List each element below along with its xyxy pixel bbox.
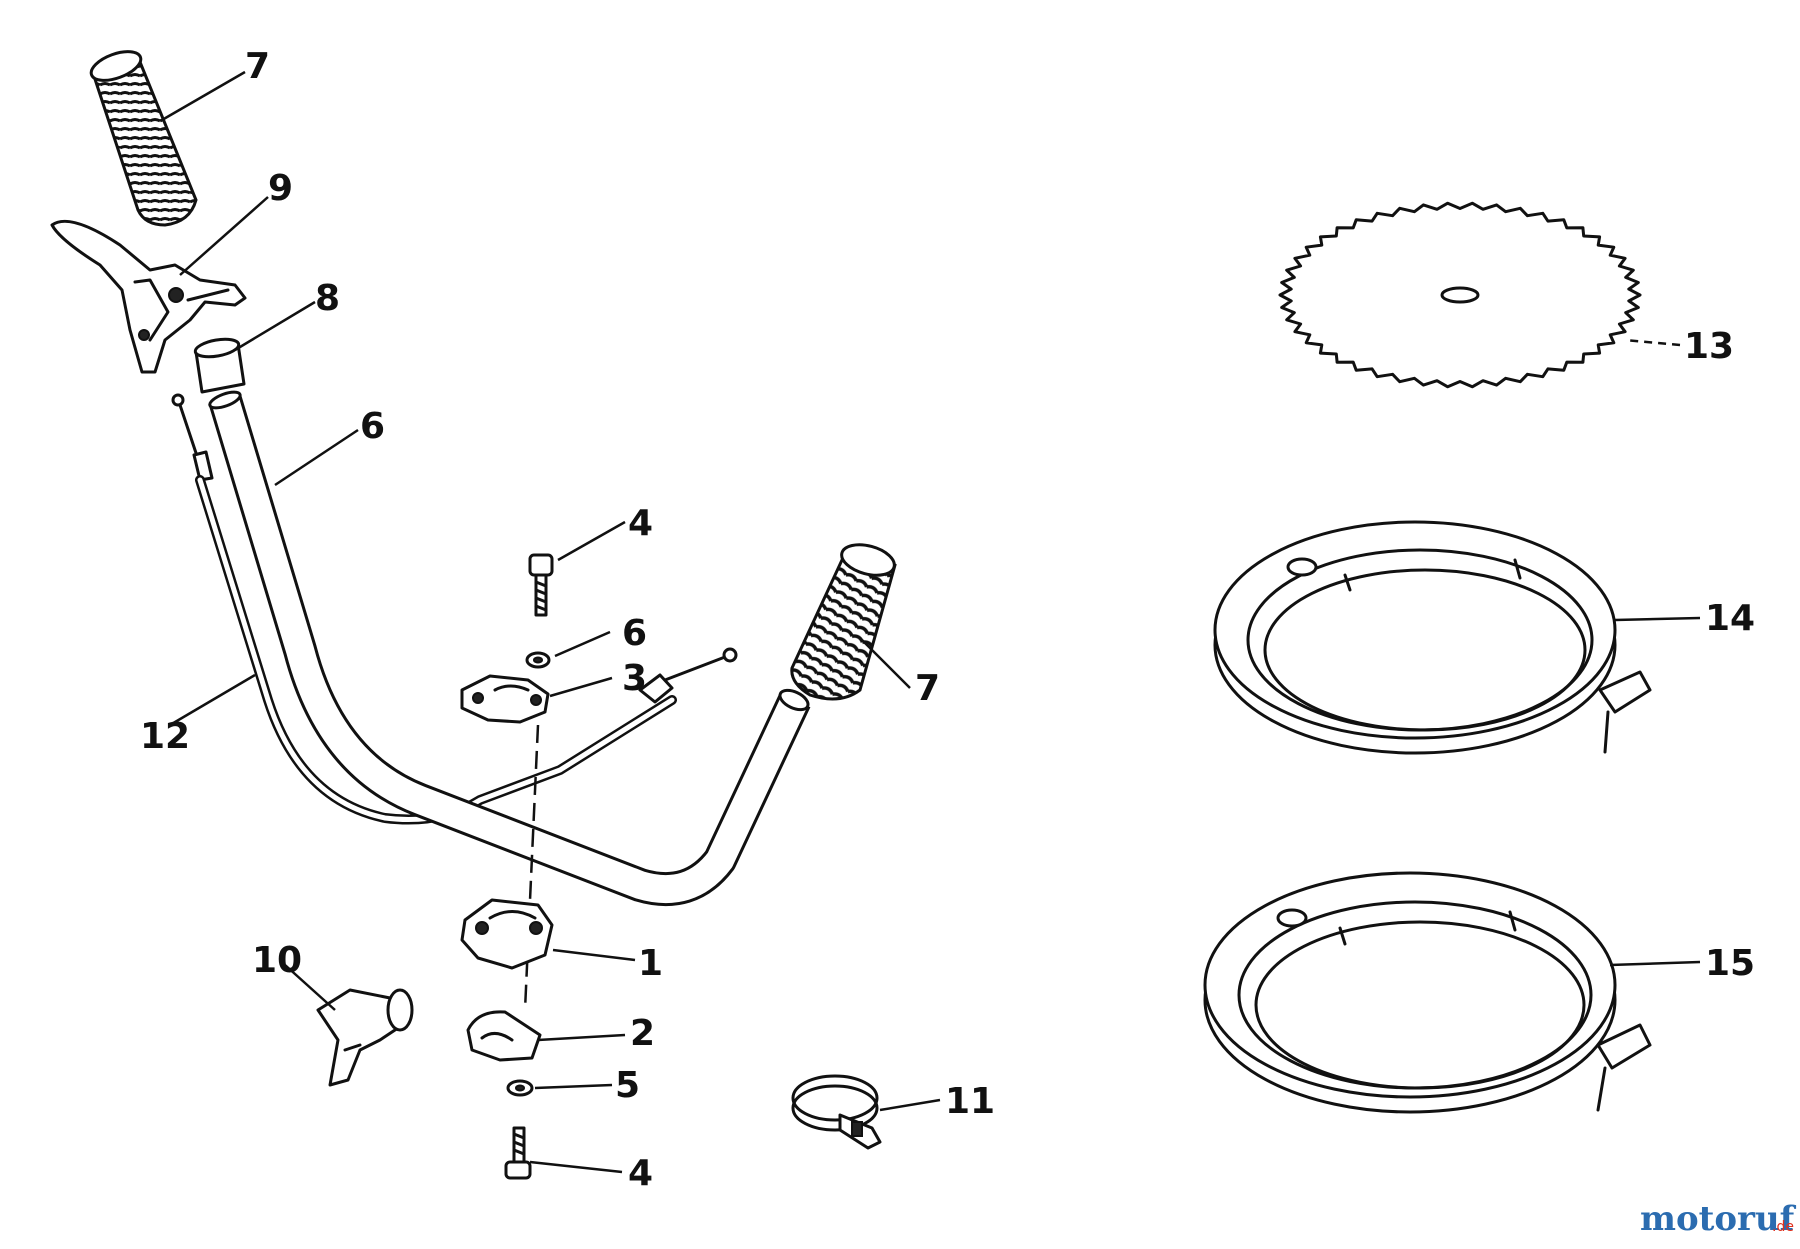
- callout-guard-ring-lower: 15: [1705, 943, 1755, 984]
- callout-clamp-lower: 1: [638, 943, 663, 984]
- handle-bar-tube: [208, 390, 811, 907]
- bolt-bottom: [504, 1126, 532, 1180]
- cable-holder: [316, 988, 414, 1087]
- callout-saw-blade: 13: [1684, 326, 1734, 367]
- bolt-top: [528, 553, 554, 617]
- throttle-lever: [50, 219, 247, 374]
- guard-ring-upper: [1213, 520, 1652, 755]
- washer-bottom: [506, 1079, 534, 1097]
- clamp-base: [466, 1010, 542, 1062]
- callout-handle-bar: 6: [360, 406, 385, 447]
- callout-clamp-upper: 3: [622, 658, 647, 699]
- callout-guard-ring-upper: 14: [1705, 598, 1755, 639]
- watermark-brand: motoruf: [1640, 1199, 1797, 1239]
- hose-clamp: [791, 1074, 882, 1150]
- clamp-upper: [460, 674, 550, 724]
- callout-hose-clamp: 11: [945, 1081, 995, 1122]
- handle-grip-top: [89, 50, 198, 227]
- handle-grip-right: [790, 543, 897, 701]
- leader-lines: [161, 70, 1701, 1174]
- callout-grip-top: 7: [245, 46, 270, 87]
- watermark-suffix: .de: [1772, 1219, 1794, 1235]
- assembly-axis-line: [523, 724, 540, 1011]
- callout-throttle-cable: 12: [140, 716, 190, 757]
- callout-clamp-base: 2: [630, 1013, 655, 1054]
- callout-cable-holder: 10: [252, 940, 302, 981]
- clamp-lower: [460, 898, 554, 970]
- callout-bolt-bottom: 4: [628, 1153, 653, 1194]
- callout-throttle-lever: 9: [268, 168, 293, 209]
- callout-washer-top: 6: [622, 613, 647, 654]
- washer-top: [525, 651, 551, 669]
- guard-ring-lower: [1203, 871, 1652, 1114]
- callout-grip-right: 7: [915, 668, 940, 709]
- callout-spacer: 8: [315, 278, 340, 319]
- callout-bolt-top: 4: [628, 503, 653, 544]
- callout-washer-bottom: 5: [615, 1065, 640, 1106]
- spacer-sleeve: [193, 337, 246, 394]
- saw-blade: [1278, 201, 1642, 389]
